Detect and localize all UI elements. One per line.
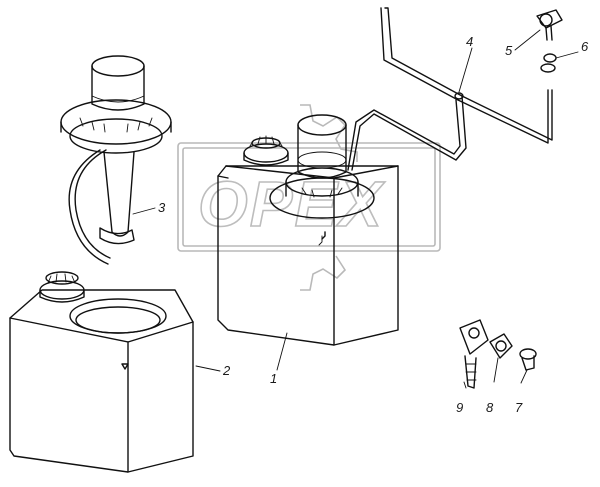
callout-8: 8 xyxy=(486,400,494,415)
large-reservoir-tank xyxy=(217,114,399,346)
callout-5: 5 xyxy=(505,43,513,58)
callout-4: 4 xyxy=(466,34,473,49)
callout-9: 9 xyxy=(456,400,463,415)
svg-text:OPEX: OPEX xyxy=(198,168,385,240)
washer xyxy=(540,53,557,73)
watermark-logo: OPEX xyxy=(177,104,441,291)
pump-unit xyxy=(60,55,172,265)
hose-tube xyxy=(347,7,553,171)
small-reservoir-tank xyxy=(9,271,194,473)
nozzle-fitting xyxy=(459,319,489,389)
leader-lines xyxy=(132,29,579,389)
callout-1: 1 xyxy=(270,371,277,386)
callout-2: 2 xyxy=(222,363,231,378)
callout-3: 3 xyxy=(158,200,166,215)
plug xyxy=(519,348,537,371)
nut xyxy=(489,333,513,359)
elbow-fitting xyxy=(536,9,563,41)
callout-labels: 1 2 3 4 5 6 7 8 9 xyxy=(158,34,589,415)
callout-7: 7 xyxy=(515,400,523,415)
callout-6: 6 xyxy=(581,39,589,54)
